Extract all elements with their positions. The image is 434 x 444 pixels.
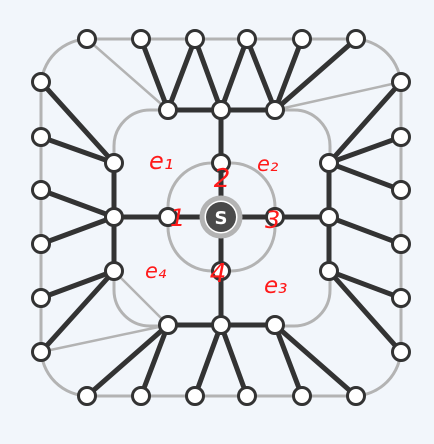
tree-edge [326, 268, 404, 301]
chord-edge [112, 269, 170, 327]
node-m-r [319, 207, 339, 227]
node-r5 [391, 288, 411, 308]
tree-edge [165, 36, 198, 113]
annotation-e1: e₁ [149, 147, 173, 175]
center-node-label: S [215, 208, 228, 229]
tree-edge [84, 322, 171, 399]
chord-edge [273, 80, 403, 112]
node-m-rt [319, 153, 339, 173]
ring-1 [39, 37, 403, 398]
node-t2 [131, 29, 151, 49]
node-r2 [391, 127, 411, 147]
tree-edge [192, 322, 224, 399]
node-m-bl [158, 315, 178, 335]
node-l3 [31, 180, 51, 200]
node-b3 [185, 386, 205, 406]
node-t3 [185, 29, 205, 49]
node-t4 [237, 29, 257, 49]
node-n1 [158, 207, 178, 227]
tree-edge [326, 79, 404, 166]
tree-edge [38, 79, 117, 166]
annotation-node-2: 2 [214, 164, 231, 194]
node-m-lt [104, 153, 124, 173]
node-m-t [211, 100, 231, 120]
tree-edge [326, 160, 404, 193]
node-m-l [104, 207, 124, 227]
annotation-e2: e₂ [257, 152, 279, 176]
annotation-e3: e₃ [264, 273, 287, 299]
node-t1 [77, 29, 97, 49]
tree-edge [326, 268, 404, 355]
node-b5 [292, 386, 312, 406]
tree-edge [138, 322, 171, 399]
node-r3 [391, 180, 411, 200]
node-layer [31, 29, 411, 406]
node-m-rb [319, 261, 339, 281]
annotation-node-3: 3 [265, 206, 280, 234]
node-b1 [77, 386, 97, 406]
tree-edge [38, 187, 117, 220]
center-node-core [206, 202, 236, 232]
node-m-br [265, 315, 285, 335]
node-r6 [391, 342, 411, 362]
node-l4 [31, 234, 51, 254]
tree-edge [272, 36, 359, 113]
node-m-b [211, 315, 231, 335]
tree-edge [326, 214, 404, 247]
node-m-lb [104, 261, 124, 281]
chord-edge [85, 37, 170, 112]
node-n4 [211, 261, 231, 281]
tree-edge [244, 36, 278, 113]
node-l6 [31, 342, 51, 362]
tree-edge [38, 268, 117, 301]
node-n2 [211, 153, 231, 173]
node-r4 [391, 234, 411, 254]
center-node: S [199, 195, 243, 239]
chord-edge [39, 323, 170, 354]
node-t6 [346, 29, 366, 49]
node-l2 [31, 127, 51, 147]
node-l5 [31, 288, 51, 308]
tree-edge [192, 36, 224, 113]
node-m-tl [158, 100, 178, 120]
annotation-node-4: 4 [210, 259, 227, 289]
node-t5 [292, 29, 312, 49]
tree-edge [38, 214, 117, 247]
node-r1 [391, 72, 411, 92]
tree-edge [272, 322, 359, 399]
node-m-tr [265, 100, 285, 120]
annotation-node-1: 1 [170, 204, 185, 232]
node-b4 [237, 386, 257, 406]
tree-edge [326, 134, 404, 166]
tree-edge [272, 322, 305, 399]
node-n3 [265, 207, 285, 227]
node-b6 [346, 386, 366, 406]
annotation-e4: e₄ [145, 259, 167, 283]
node-l1 [31, 72, 51, 92]
node-b2 [131, 386, 151, 406]
tree-edge [38, 134, 117, 166]
tree-edge [38, 268, 117, 355]
tree-edge [272, 36, 305, 113]
tree-edge [218, 36, 250, 113]
tree-edge [218, 322, 250, 399]
tree-edge [138, 36, 171, 113]
annotation-layer: 1 2 3 4 e₁ e₂ e₃ e₄ [145, 147, 287, 299]
